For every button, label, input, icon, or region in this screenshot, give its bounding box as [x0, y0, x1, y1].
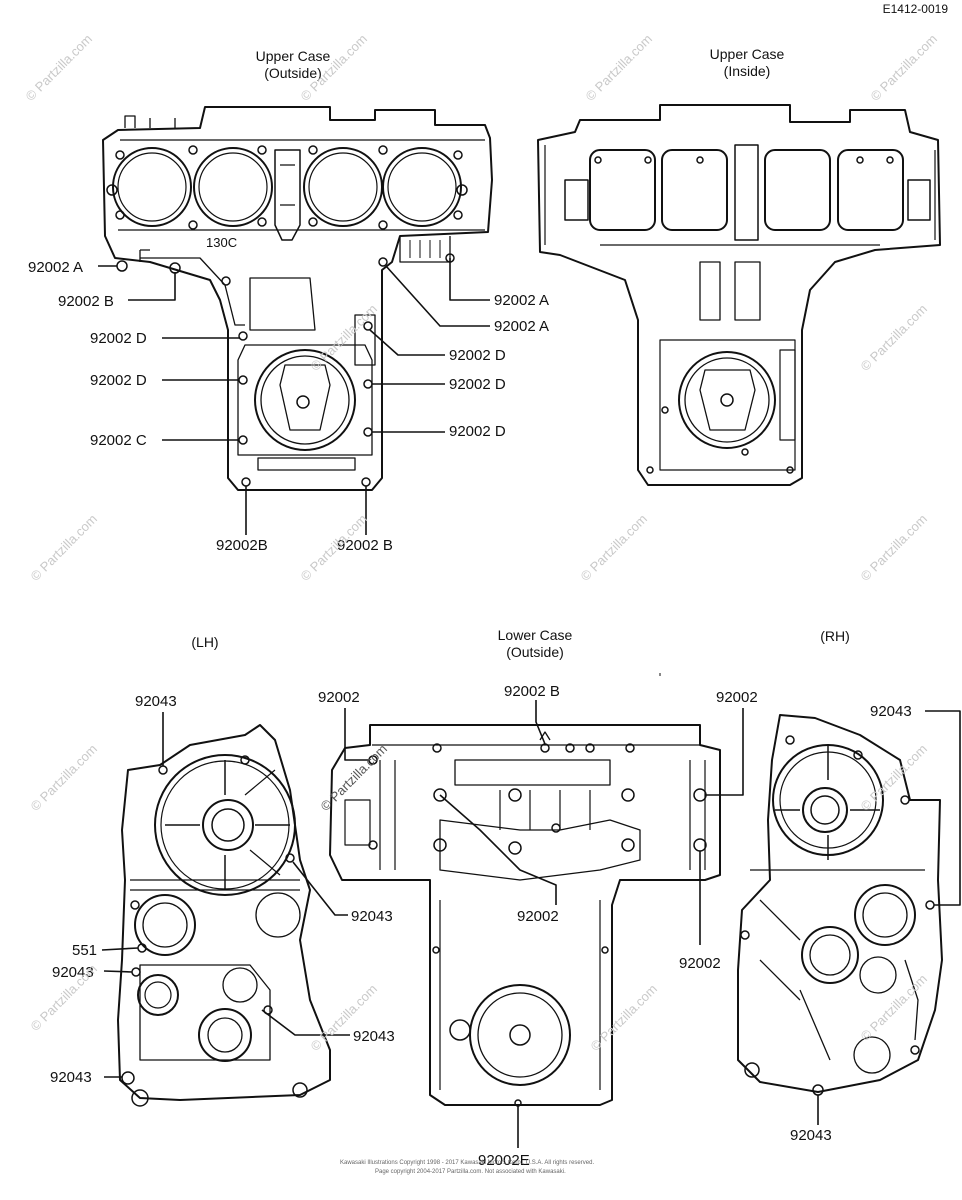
callout-label: 92002 D: [449, 376, 506, 393]
callout-label: 92043: [353, 1028, 395, 1045]
callout-label: 92002 B: [504, 683, 560, 700]
upper-case-inside-drawing: [537, 104, 941, 486]
title-line: Lower Case: [497, 627, 573, 643]
title-line: (Inside): [723, 63, 771, 79]
callout-label: 92043: [50, 1069, 92, 1086]
title-upper-case-outside: Upper Case (Outside): [243, 48, 343, 82]
callout-label: 92043: [790, 1127, 832, 1144]
lower-case-lh-drawing: [117, 724, 331, 1107]
callout-label: 92002: [679, 955, 721, 972]
callout-label: 92002 D: [90, 372, 147, 389]
callout-label: 92002: [716, 689, 758, 706]
callout-label: 92002 A: [494, 318, 550, 335]
callout-label: 92002 B: [58, 293, 114, 310]
title-line: Upper Case: [709, 46, 785, 62]
figure-id: E1412-0019: [882, 2, 948, 16]
callout-label: 92002 A: [494, 292, 550, 309]
callout-label: 92002 C: [90, 432, 147, 449]
callout-label: 92043: [135, 693, 177, 710]
callout-label: 92043: [351, 908, 393, 925]
callout-label: 92002 D: [449, 347, 506, 364]
callout-label: 551: [72, 942, 98, 959]
callout-label: 92043: [870, 703, 912, 720]
title-lower-case-outside: Lower Case (Outside): [485, 627, 585, 661]
callout-label: 92002B: [216, 537, 268, 554]
title-line: (Outside): [506, 644, 564, 660]
title-rh: (RH): [820, 628, 850, 644]
callout-label: 92002E: [478, 1152, 530, 1169]
copyright-line: Page copyright 2004-2017 Partzilla.com. …: [375, 1169, 566, 1175]
callout-label: 92043: [52, 964, 94, 981]
callout-label: 92002 B: [337, 537, 393, 554]
lower-case-rh-drawing: [737, 714, 943, 1096]
leader-lines: [98, 258, 961, 1148]
title-line: (Outside): [264, 65, 322, 81]
callout-label: 92002 D: [449, 423, 506, 440]
casting-mark: 130C: [206, 235, 238, 250]
title-lh: (LH): [191, 634, 219, 650]
upper-case-outside-drawing: [102, 106, 493, 491]
title-upper-case-inside: Upper Case (Inside): [697, 46, 797, 80]
callout-label: 92002: [517, 908, 559, 925]
callout-label: 92002 A: [28, 259, 84, 276]
callout-label: 92002: [318, 689, 360, 706]
title-line: Upper Case: [255, 48, 331, 64]
callout-label: 92002 D: [90, 330, 147, 347]
copyright-line: Kawasaki Illustrations Copyright 1998 - …: [340, 1160, 595, 1166]
